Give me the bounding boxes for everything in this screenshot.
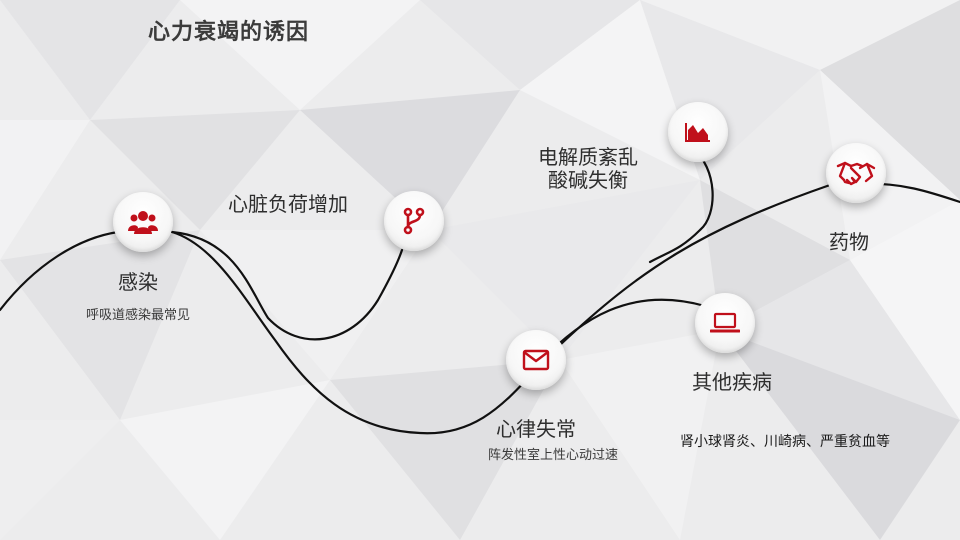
page-title: 心力衰竭的诱因 [148,20,310,45]
node-other [695,293,755,353]
node-electrolyte-line2: 酸碱失衡 [548,168,628,192]
node-infection [113,192,173,252]
laptop-icon [710,312,740,333]
fork-icon [403,207,425,235]
node-electrolyte [668,102,728,162]
envelope-icon [522,349,550,371]
node-load [384,191,444,251]
node-electrolyte-label: 电解质紊乱 酸碱失衡 [538,146,638,192]
node-arrhythmia-desc: 阵发性室上性心动过速 [487,448,619,463]
node-drug-label: 药物 [829,230,869,254]
node-other-desc: 肾小球肾炎、川崎病、严重贫血等 [680,434,890,450]
node-other-label: 其他疾病 [692,370,772,394]
node-load-label: 心脏负荷增加 [228,192,348,216]
group-icon [128,211,158,234]
node-arrhythmia [506,330,566,390]
handshake-icon [836,161,876,186]
node-infection-desc: 呼吸道感染最常见 [85,308,191,323]
node-infection-label: 感染 [118,270,158,294]
node-drug [826,143,886,203]
node-arrhythmia-label: 心律失常 [496,417,576,441]
area-chart-icon [685,123,710,142]
node-electrolyte-line1: 电解质紊乱 [538,145,638,169]
